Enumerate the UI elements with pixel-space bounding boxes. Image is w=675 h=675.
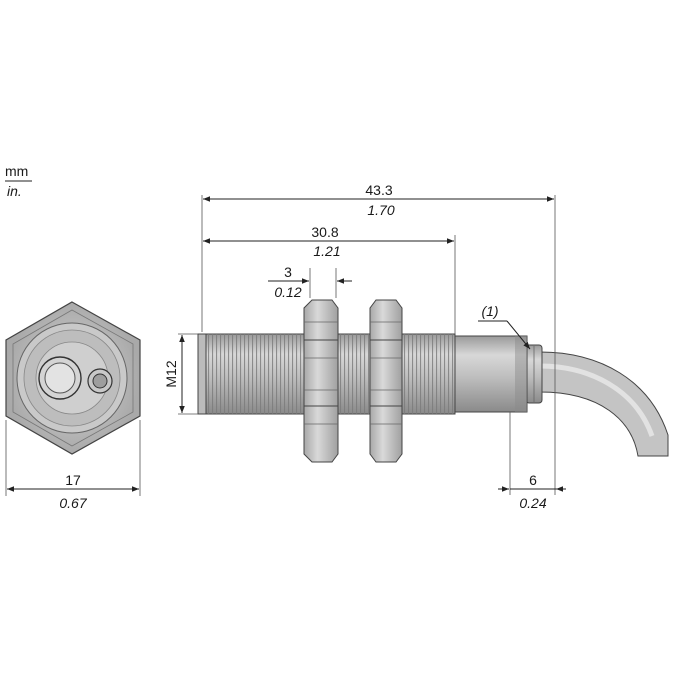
cable xyxy=(539,351,669,457)
dim-30-in: 1.21 xyxy=(313,243,340,259)
side-view: 43.3 1.70 30.8 1.21 3 0.12 M12 6 0.24 (1… xyxy=(163,182,669,511)
units-legend: mm in. xyxy=(5,163,32,199)
callout-1: (1) xyxy=(481,303,498,319)
dim-6-in: 0.24 xyxy=(519,495,546,511)
unit-mm: mm xyxy=(5,163,28,179)
rear-housing xyxy=(454,335,528,413)
dim-3-in: 0.12 xyxy=(274,284,301,300)
dim-43-mm: 43.3 xyxy=(365,182,392,198)
end-view: 17 0.67 xyxy=(5,301,141,511)
dim-3-mm: 3 xyxy=(284,264,292,280)
dim-43-in: 1.70 xyxy=(367,202,394,218)
dim-17-in: 0.67 xyxy=(59,495,87,511)
dim-17-mm: 17 xyxy=(65,472,81,488)
nut-right xyxy=(369,299,403,463)
front-face xyxy=(197,333,207,415)
dim-6-mm: 6 xyxy=(529,472,537,488)
nut-left xyxy=(303,299,339,463)
dim-m12-label: M12 xyxy=(163,360,179,387)
dim-30-mm: 30.8 xyxy=(311,224,338,240)
unit-in: in. xyxy=(7,183,22,199)
